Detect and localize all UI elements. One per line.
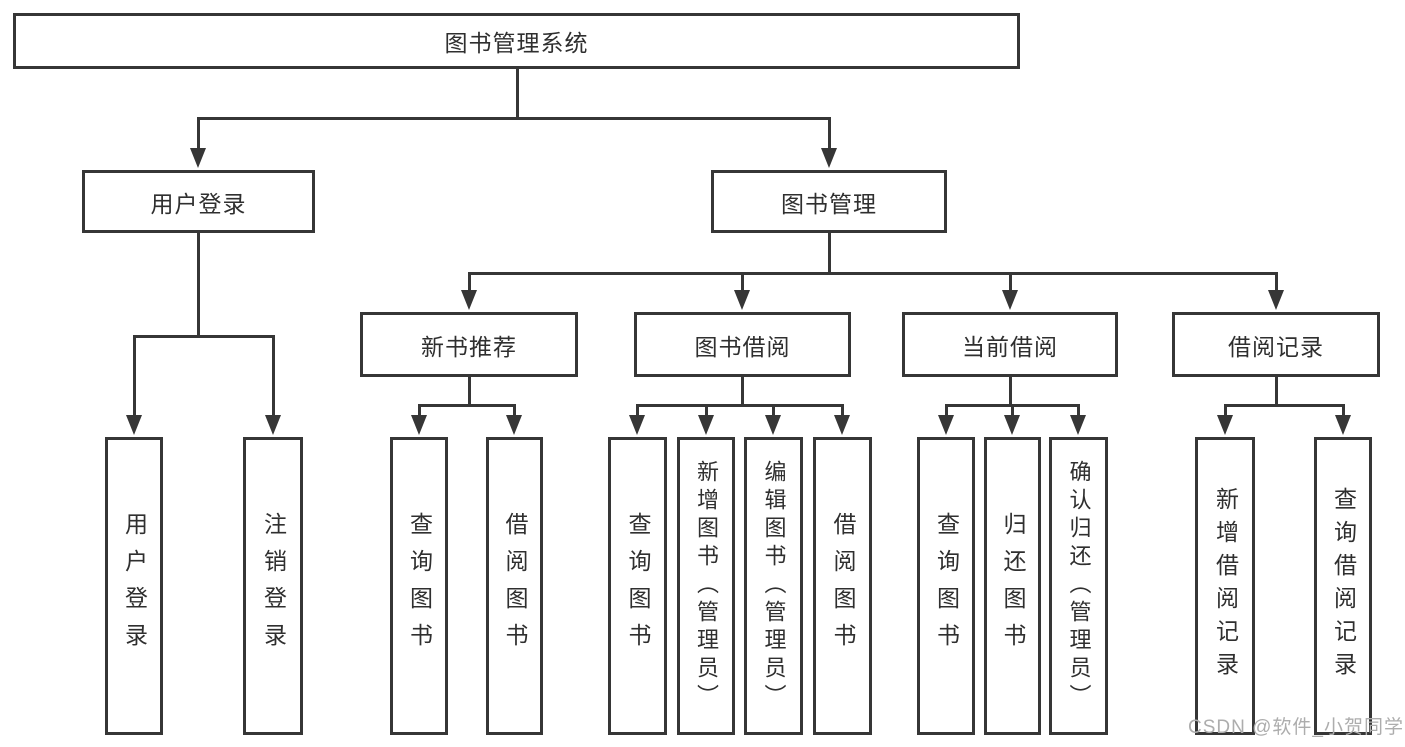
- connector-line: [1275, 272, 1278, 292]
- arrowhead-down-icon: [734, 290, 750, 310]
- arrowhead-down-icon: [190, 148, 206, 168]
- leaf-label: 借阅图书: [502, 512, 528, 660]
- connector-line: [272, 335, 275, 417]
- connector-line: [1224, 404, 1344, 407]
- arrowhead-down-icon: [1004, 415, 1020, 435]
- connector-line: [197, 233, 200, 338]
- connector-line: [418, 404, 421, 417]
- node-root-label: 图书管理系统: [444, 30, 589, 56]
- arrowhead-down-icon: [1335, 415, 1351, 435]
- connector-line: [945, 404, 948, 417]
- node-current-borrow: 当前借阅: [902, 312, 1118, 377]
- leaf-node-query-books: 查询图书: [390, 437, 448, 735]
- leaf-label: 归还图书: [1000, 512, 1026, 660]
- leaf-label: 注销登录: [260, 512, 287, 660]
- connector-line: [513, 404, 516, 417]
- connector-line: [1009, 377, 1012, 406]
- node-book-borrow: 图书借阅: [634, 312, 851, 377]
- leaf-node-add-borrow-record: 新增借阅记录: [1195, 437, 1255, 735]
- watermark: CSDN @软件_小贺同学: [1188, 717, 1404, 738]
- connector-line: [841, 404, 844, 417]
- connector-line: [197, 117, 830, 120]
- arrowhead-down-icon: [834, 415, 850, 435]
- connector-line: [741, 272, 744, 292]
- connector-line: [741, 377, 744, 406]
- leaf-node-edit-books-admin: 编辑图书（管理员）: [744, 437, 803, 735]
- connector-line: [468, 272, 471, 292]
- arrowhead-down-icon: [1217, 415, 1233, 435]
- node-borrow-record: 借阅记录: [1172, 312, 1380, 377]
- leaf-label: 新增图书（管理员）: [694, 460, 719, 712]
- arrowhead-down-icon: [126, 415, 142, 435]
- connector-line: [133, 335, 275, 338]
- connector-line: [1011, 404, 1014, 417]
- node-new-book-recommend: 新书推荐: [360, 312, 578, 377]
- node-label: 当前借阅: [962, 333, 1058, 360]
- leaf-label: 编辑图书（管理员）: [761, 460, 787, 712]
- connector-line: [1275, 377, 1278, 406]
- node-label: 图书管理: [781, 190, 877, 217]
- connector-line: [197, 117, 200, 150]
- leaf-label: 确认归还（管理员）: [1066, 460, 1092, 712]
- node-label: 图书借阅: [694, 333, 791, 360]
- connector-line: [516, 68, 519, 119]
- arrowhead-down-icon: [765, 415, 781, 435]
- connector-line: [468, 377, 471, 406]
- arrowhead-down-icon: [938, 415, 954, 435]
- leaf-label: 查询图书: [933, 512, 960, 660]
- connector-line: [828, 233, 831, 275]
- connector-line: [1009, 272, 1012, 292]
- node-label: 用户登录: [150, 190, 247, 217]
- leaf-label: 用户登录: [121, 512, 148, 660]
- leaf-node-return-books: 归还图书: [984, 437, 1041, 735]
- connector-line: [636, 404, 843, 407]
- connector-line: [468, 272, 1278, 275]
- connector-line: [772, 404, 775, 417]
- node-label: 借阅记录: [1228, 333, 1324, 360]
- connector-line: [636, 404, 639, 417]
- leaf-node-borrow-books: 借阅图书: [813, 437, 872, 735]
- arrowhead-down-icon: [1002, 290, 1018, 310]
- leaf-label: 查询图书: [406, 512, 433, 660]
- leaf-node-query-books: 查询图书: [608, 437, 667, 735]
- connector-line: [705, 404, 708, 417]
- leaf-label: 新增借阅记录: [1212, 487, 1239, 685]
- arrowhead-down-icon: [411, 415, 427, 435]
- connector-line: [1224, 404, 1227, 417]
- arrowhead-down-icon: [1070, 415, 1086, 435]
- node-root: 图书管理系统: [13, 13, 1020, 69]
- leaf-node-confirm-return-admin: 确认归还（管理员）: [1049, 437, 1108, 735]
- arrowhead-down-icon: [506, 415, 522, 435]
- connector-line: [1342, 404, 1345, 417]
- arrowhead-down-icon: [461, 290, 477, 310]
- leaf-node-query-borrow-record: 查询借阅记录: [1314, 437, 1372, 735]
- arrowhead-down-icon: [629, 415, 645, 435]
- connector-line: [133, 335, 136, 417]
- leaf-node-query-books: 查询图书: [917, 437, 975, 735]
- leaf-node-borrow-books: 借阅图书: [486, 437, 543, 735]
- node-user-login: 用户登录: [82, 170, 315, 233]
- leaf-node-add-books-admin: 新增图书（管理员）: [677, 437, 735, 735]
- leaf-label: 查询图书: [625, 512, 651, 660]
- arrowhead-down-icon: [821, 148, 837, 168]
- leaf-label: 查询借阅记录: [1330, 487, 1357, 685]
- leaf-label: 借阅图书: [830, 512, 856, 660]
- arrowhead-down-icon: [265, 415, 281, 435]
- connector-line: [1077, 404, 1080, 417]
- node-book-management: 图书管理: [711, 170, 947, 233]
- node-label: 新书推荐: [421, 333, 517, 360]
- connector-line: [828, 117, 831, 150]
- leaf-node-logout: 注销登录: [243, 437, 303, 735]
- arrowhead-down-icon: [1268, 290, 1284, 310]
- leaf-node-user-login: 用户登录: [105, 437, 163, 735]
- connector-line: [418, 404, 516, 407]
- arrowhead-down-icon: [698, 415, 714, 435]
